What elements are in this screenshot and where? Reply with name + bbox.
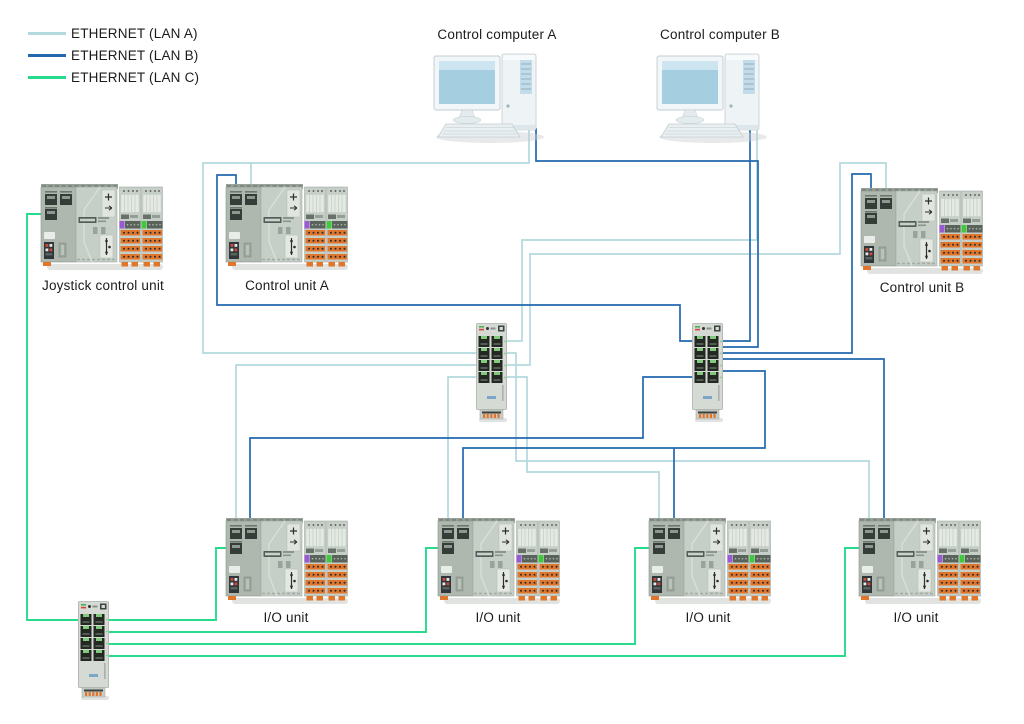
io-unit-4-label: I/O unit <box>893 610 939 625</box>
io-unit-2-device <box>438 518 560 604</box>
legend-label-lan-a: ETHERNET (LAN A) <box>71 25 198 41</box>
ethernet-switch-lan-b <box>692 323 724 423</box>
control-a-label: Control unit A <box>245 278 329 293</box>
ethernet-switch-lan-c <box>78 601 110 701</box>
legend-label-lan-c: ETHERNET (LAN C) <box>71 69 200 85</box>
io-unit-1-label: I/O unit <box>263 610 309 625</box>
joystick-control-unit-device <box>41 184 163 270</box>
legend-item-lan-a: ETHERNET (LAN A) <box>28 22 199 44</box>
control-computer-a-device <box>433 53 545 144</box>
control-b-label: Control unit B <box>879 280 965 295</box>
lan-b-color-line <box>28 53 66 57</box>
lan-a-cables <box>202 128 887 522</box>
lan-a-color-line <box>28 31 66 35</box>
io-unit-3-device <box>649 518 771 604</box>
legend: ETHERNET (LAN A) ETHERNET (LAN B) ETHERN… <box>28 22 199 88</box>
io-unit-2-label: I/O unit <box>475 610 521 625</box>
control-unit-a-device <box>226 184 348 270</box>
legend-label-lan-b: ETHERNET (LAN B) <box>71 47 199 63</box>
control-computer-b-device <box>656 53 768 144</box>
joystick-label: Joystick control unit <box>42 278 164 293</box>
io-unit-3-label: I/O unit <box>685 610 731 625</box>
control-unit-b-device <box>861 188 983 274</box>
lan-b-cables <box>216 128 885 522</box>
lan-c-cables <box>26 213 862 657</box>
computer-a-label: Control computer A <box>437 27 557 42</box>
legend-item-lan-c: ETHERNET (LAN C) <box>28 66 199 88</box>
legend-item-lan-b: ETHERNET (LAN B) <box>28 44 199 66</box>
lan-c-color-line <box>28 75 66 79</box>
io-unit-1-device <box>226 518 348 604</box>
computer-b-label: Control computer B <box>660 27 780 42</box>
io-unit-4-device <box>859 518 981 604</box>
ethernet-switch-lan-a <box>476 323 508 423</box>
